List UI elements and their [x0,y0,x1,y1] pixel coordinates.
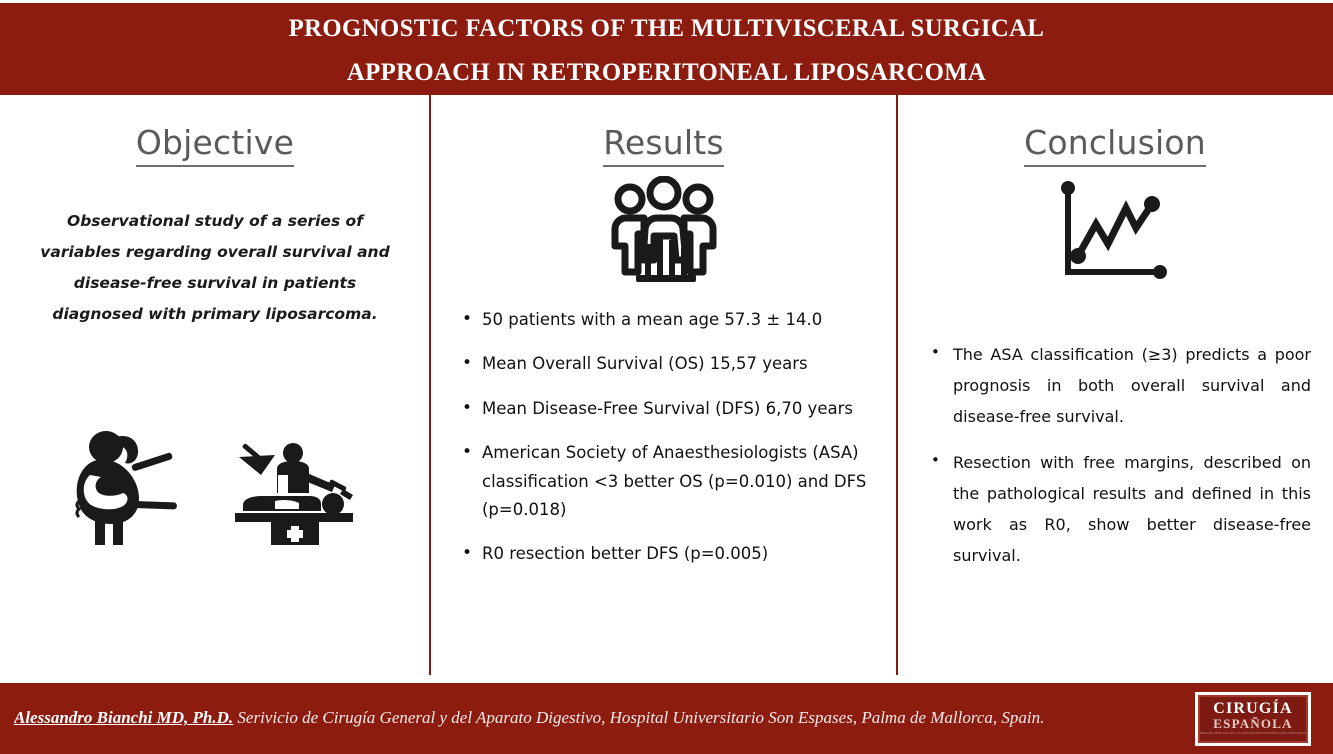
column-objective: Objective Observational study of a serie… [0,95,430,680]
conclusion-heading-text: Conclusion [1024,123,1206,167]
list-item: American Society of Anaesthesiologists (… [460,438,877,524]
poster-columns: Objective Observational study of a serie… [0,95,1333,680]
journal-logo: CIRUGÍA ESPAÑOLA ÓRGANO OFICIAL DE LA AS… [1195,691,1311,746]
column-divider-right [896,95,898,675]
list-item: 50 patients with a mean age 57.3 ± 14.0 [460,305,877,335]
conclusion-heading: Conclusion [915,123,1315,167]
list-item: Mean Overall Survival (OS) 15,57 years [460,349,877,379]
column-divider-left [429,95,431,675]
author-name: Alessandro Bianchi MD, Ph.D. [14,708,234,728]
abdominal-pain-person-icon [59,425,183,545]
results-icon-wrap [446,176,881,288]
objective-heading-text: Objective [135,123,295,167]
results-bullet-list: 50 patients with a mean age 57.3 ± 14.0 … [446,305,881,569]
journal-logo-line-3: ÓRGANO OFICIAL DE LA ASOCIACIÓN ESPAÑOLA… [1198,731,1308,736]
results-heading-text: Results [603,123,724,167]
column-conclusion: Conclusion [897,95,1333,680]
conclusion-icon-wrap [915,180,1315,285]
journal-logo-line-1: CIRUGÍA [1213,699,1293,717]
line-chart-icon [1056,180,1174,285]
list-item: R0 resection better DFS (p=0.005) [460,539,877,569]
group-of-people-icon [605,176,723,288]
list-item: Resection with free margins, described o… [927,446,1311,572]
poster-title-line-1: PROGNOSTIC FACTORS OF THE MULTIVISCERAL … [288,12,1045,42]
objective-body-text: Observational study of a series of varia… [40,212,390,323]
footer-credit: Alessandro Bianchi MD, Ph.D. Serivicio d… [14,708,1195,728]
objective-icon-row [0,425,430,545]
poster-footer: Alessandro Bianchi MD, Ph.D. Serivicio d… [0,683,1333,754]
journal-logo-line-2: ESPAÑOLA [1213,715,1293,731]
poster-title-line-2: APPROACH IN RETROPERITONEAL LIPOSARCOMA [346,56,987,86]
surgery-operating-table-icon [231,427,371,545]
journal-logo-inner: CIRUGÍA ESPAÑOLA ÓRGANO OFICIAL DE LA AS… [1198,694,1308,743]
results-heading: Results [446,123,881,167]
poster-header: PROGNOSTIC FACTORS OF THE MULTIVISCERAL … [0,3,1333,95]
list-item: The ASA classification (≥3) predicts a p… [927,338,1311,433]
column-results: Results [430,95,897,680]
conclusion-bullet-list: The ASA classification (≥3) predicts a p… [915,338,1315,572]
objective-heading: Objective [20,123,410,167]
list-item: Mean Disease-Free Survival (DFS) 6,70 ye… [460,394,877,424]
author-affiliation: Serivicio de Cirugía General y del Apara… [237,708,1045,728]
